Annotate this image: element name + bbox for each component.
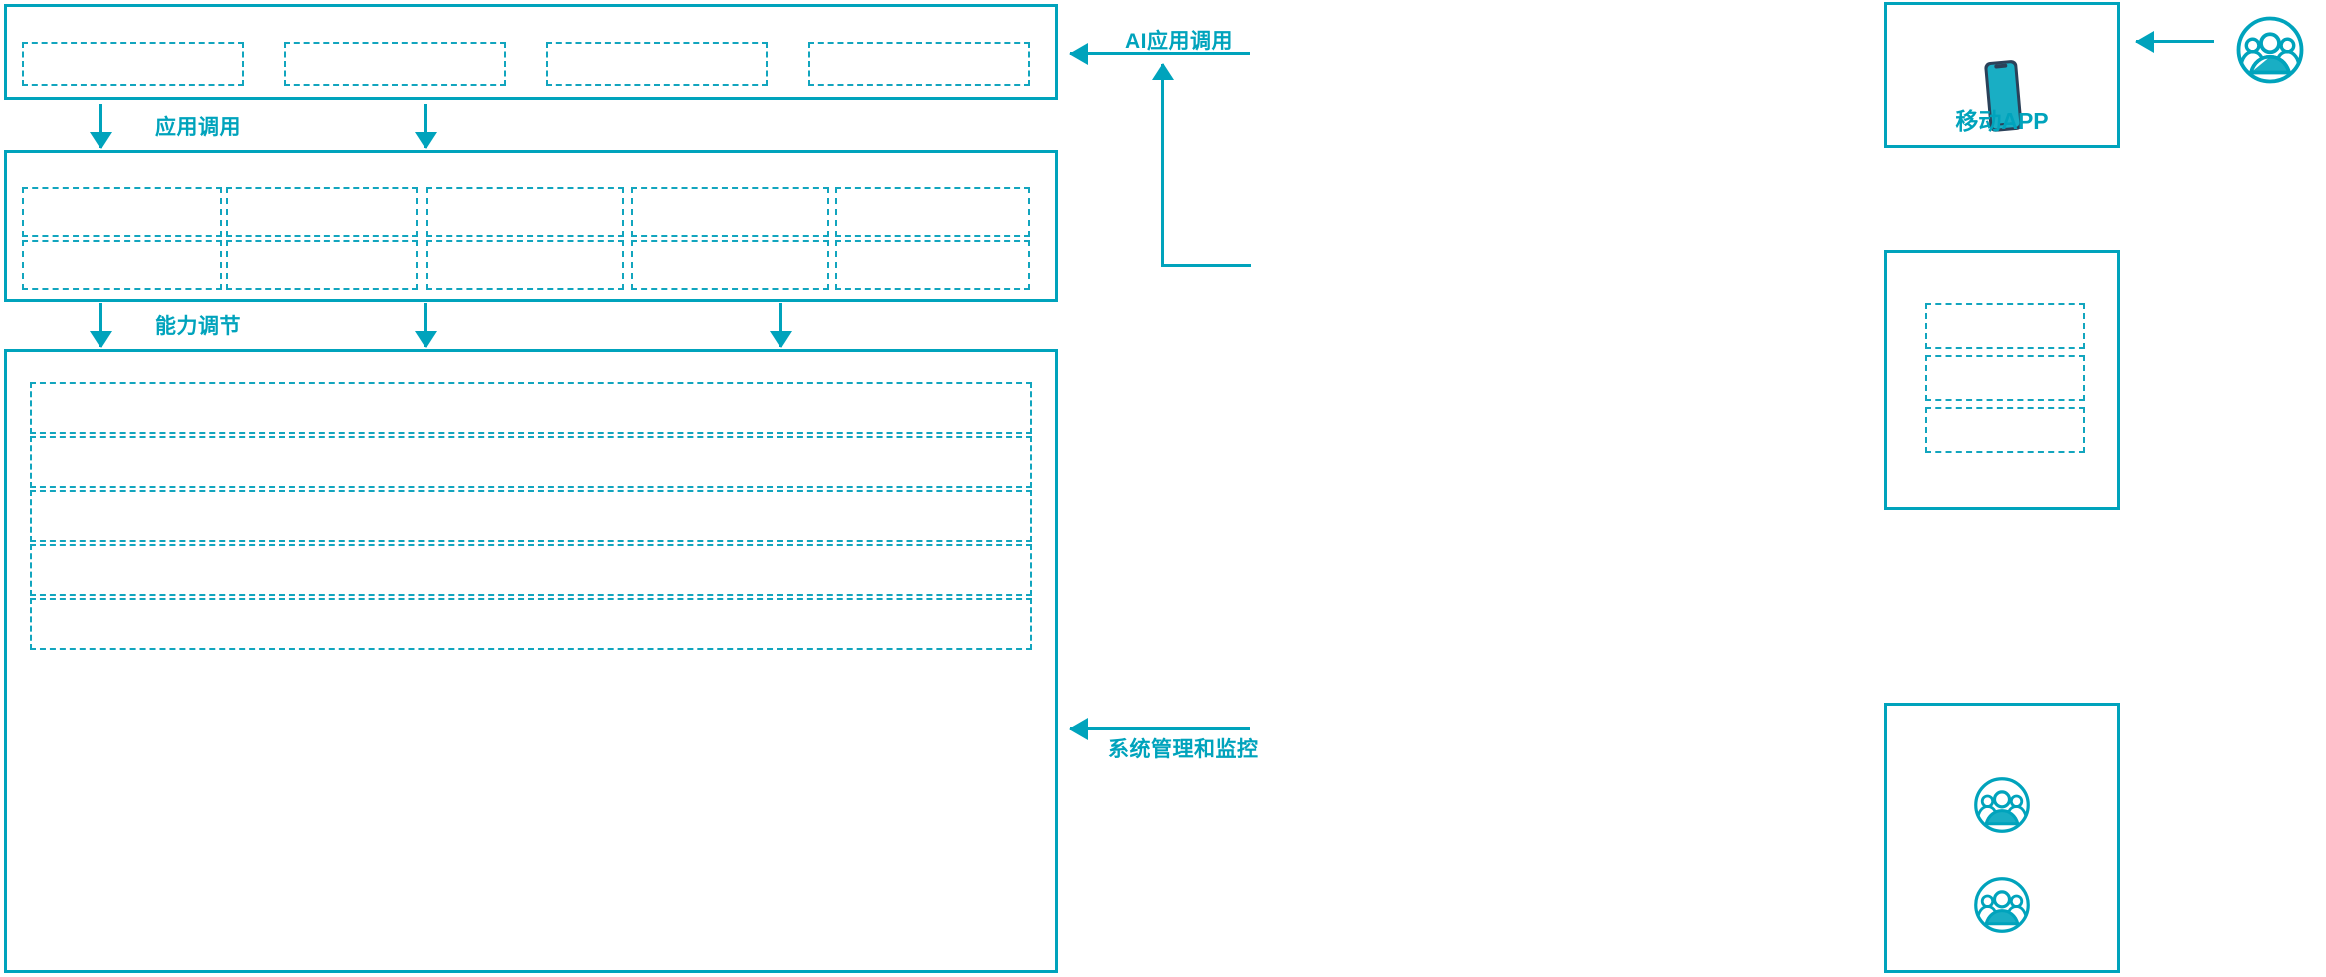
arrow-head-icon [1151,63,1174,80]
arrow-system-admin-monitor [1069,717,1250,740]
arrow-user-to-mobile-app [2135,30,2214,53]
arrow-head-icon [414,331,437,348]
flow-label-ai-app-call: AI应用调用 [1125,30,1233,53]
infrastructure-row-2[interactable] [30,436,1032,488]
capability-box-c4-top[interactable] [631,187,829,237]
elbow-riser-channel-to-ai-call [1151,63,1174,266]
arrow-app-call-right [414,104,437,149]
arrow-head-icon [89,331,112,348]
arrow-app-call-left [89,104,112,149]
channel-box-2[interactable] [1925,355,2085,401]
application-layer-box-1[interactable] [22,42,244,86]
capability-box-c3-top[interactable] [426,187,624,237]
capability-box-c5-top[interactable] [835,187,1030,237]
arrow-ai-app-call [1069,42,1250,65]
capability-layer-band [4,150,1058,302]
infrastructure-row-4[interactable] [30,544,1032,596]
channel-access-card[interactable] [1884,250,2120,510]
user-group-icon-external [2234,14,2306,86]
arrow-head-icon [1069,717,1088,740]
application-layer-box-4[interactable] [808,42,1030,86]
infrastructure-row-5[interactable] [30,598,1032,650]
admin-ops-card[interactable] [1884,703,2120,973]
capability-box-c1-bottom[interactable] [22,240,222,290]
capability-box-c2-bottom[interactable] [226,240,418,290]
application-layer-box-2[interactable] [284,42,506,86]
arrow-capability-adjust-3 [769,303,792,348]
channel-box-1[interactable] [1925,303,2085,349]
arrow-head-icon [89,132,112,149]
flow-label-app-call: 应用调用 [155,116,241,139]
flow-label-capability-adjust: 能力调节 [155,315,241,338]
user-group-icon-admin-1 [1972,775,2032,835]
user-group-icon-admin-2 [1972,875,2032,935]
capability-box-c3-bottom[interactable] [426,240,624,290]
arrow-head-icon [414,132,437,149]
infrastructure-layer-band [4,349,1058,973]
infrastructure-row-3[interactable] [30,490,1032,542]
elbow-base-channel-to-ai-call [1161,264,1251,267]
capability-box-c1-top[interactable] [22,187,222,237]
channel-box-3[interactable] [1925,407,2085,453]
flow-label-system-admin-monitor: 系统管理和监控 [1108,738,1259,761]
infrastructure-row-1[interactable] [30,382,1032,434]
capability-box-c5-bottom[interactable] [835,240,1030,290]
arrow-capability-adjust-1 [89,303,112,348]
arrow-capability-adjust-2 [414,303,437,348]
arrow-head-icon [769,331,792,348]
capability-box-c4-bottom[interactable] [631,240,829,290]
mobile-phone-icon [1975,55,2031,139]
mobile-app-card-label: 移动APP [1955,108,2049,134]
arrow-head-icon [2135,30,2154,53]
capability-box-c2-top[interactable] [226,187,418,237]
application-layer-box-3[interactable] [546,42,768,86]
arrow-head-icon [1069,42,1088,65]
